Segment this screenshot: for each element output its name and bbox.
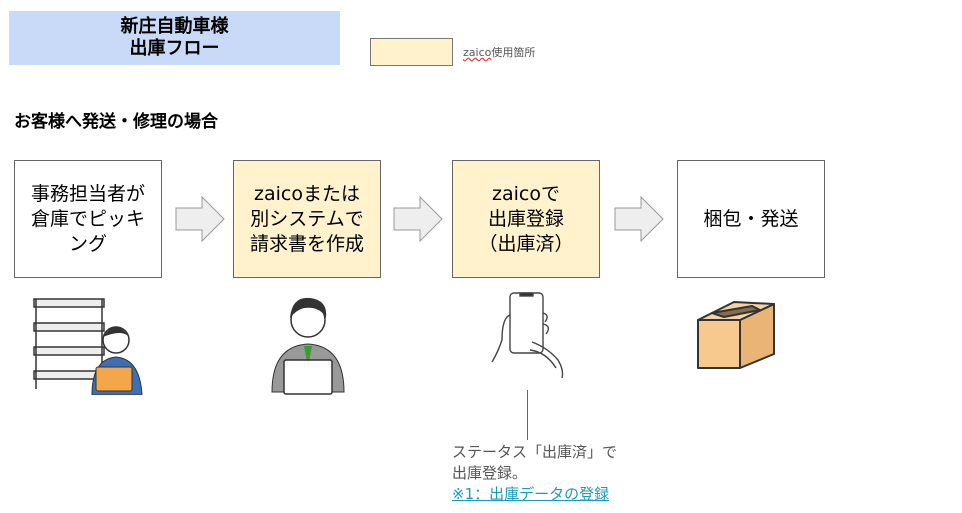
step-invoice: zaicoまたは 別システムで 請求書を作成 (233, 160, 381, 278)
legend-label: zaico使用箇所 (463, 44, 535, 60)
smartphone-hand-illustration (491, 292, 564, 379)
warehouse-worker-illustration (33, 298, 143, 395)
page-title: 新庄自動車様 出庫フロー (9, 11, 340, 65)
cardboard-box-icon (697, 301, 775, 369)
step-shipping: 梱包・発送 (677, 160, 825, 278)
note-line-2: 出庫登録。 (452, 464, 528, 482)
section-heading: お客様へ発送・修理の場合 (14, 112, 218, 132)
arrow-right-icon (175, 196, 225, 242)
status-note: ステータス「出庫済」で 出庫登録。 ※1：出庫データの登録 (452, 442, 617, 505)
arrow-right-icon (393, 196, 443, 242)
note-line-1: ステータス「出庫済」で (452, 443, 618, 461)
legend-label-rest: 使用箇所 (491, 46, 536, 59)
legend-label-zaico: zaico (463, 46, 492, 59)
shipment-registration-link[interactable]: ※1：出庫データの登録 (452, 485, 610, 503)
step-register: zaicoで 出庫登録 （出庫済） (452, 160, 600, 278)
office-worker-illustration (271, 297, 345, 395)
step-picking: 事務担当者が 倉庫でピッキ ング (14, 160, 162, 278)
legend-swatch (370, 38, 453, 66)
arrow-right-icon (614, 196, 664, 242)
connector-line (527, 390, 528, 440)
